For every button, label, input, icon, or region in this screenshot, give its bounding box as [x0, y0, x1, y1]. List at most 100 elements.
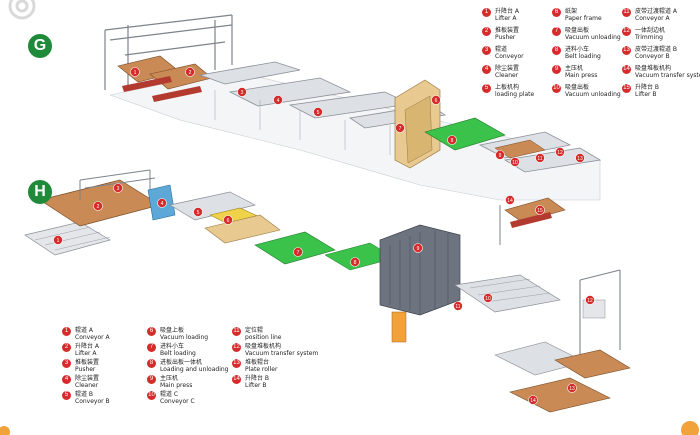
- legend-label-en: Belt loading: [565, 53, 601, 60]
- legend-label-en: Conveyor B: [635, 53, 670, 60]
- legend-number-badge: 9: [147, 375, 156, 384]
- line-g-marker: 6: [431, 95, 441, 105]
- marker-number: 10: [512, 160, 518, 166]
- line-g-marker: 5: [313, 107, 323, 117]
- legend-label-en: Conveyor A: [75, 334, 110, 341]
- marker-number: 7: [297, 250, 300, 256]
- marker-number: 5: [197, 210, 200, 216]
- legend-label-zh: 吸盘堆板机构: [245, 343, 282, 350]
- legend-number-badge: 5: [62, 391, 71, 400]
- marker-number: 12: [587, 298, 593, 304]
- legend-label-zh: 上板机构: [495, 84, 520, 91]
- marker-number: 8: [354, 260, 357, 266]
- line-g-marker: 15: [535, 205, 545, 215]
- legend-number-badge: 14: [232, 375, 241, 384]
- legend-label-en: Trimming: [635, 34, 663, 41]
- marker-number: 10: [485, 296, 491, 302]
- legend-number-badge: 10: [552, 84, 561, 93]
- legend-label-en: Cleaner: [495, 72, 519, 79]
- marker-number: 11: [455, 304, 460, 310]
- line-g-marker: 13: [575, 153, 585, 163]
- line-h-marker: 12: [585, 295, 595, 305]
- section-g-badge: G: [28, 34, 52, 58]
- marker-number: 2: [189, 70, 192, 76]
- legend-label-zh: 推板装置: [495, 27, 520, 34]
- marker-badge: [193, 207, 203, 217]
- legend-label-en: Lifter A: [75, 350, 97, 357]
- gear-icon-bottom-right: [681, 421, 699, 435]
- legend-label-zh: 定位辊: [245, 327, 264, 334]
- legend-label-zh: 吸盘堆板机构: [635, 65, 672, 72]
- legend-label-zh: 进料小车: [160, 343, 185, 350]
- legend-number-badge: 12: [232, 343, 241, 352]
- legend-number-badge: 4: [62, 375, 71, 384]
- marker-badge: [495, 150, 505, 160]
- marker-badge: [157, 198, 167, 208]
- legend-label-zh: 升降台 B: [245, 375, 270, 382]
- legend-number-badge: 6: [147, 327, 156, 336]
- marker-badge: [585, 295, 595, 305]
- legend-label-en: Vacuum loading: [160, 334, 209, 341]
- marker-badge: [567, 383, 577, 393]
- legend-label-en: Vacuum transfer system: [245, 350, 319, 357]
- legend-number-badge: 7: [552, 27, 561, 36]
- line-h-marker: 10: [483, 293, 493, 303]
- legend-label-en: Pusher: [75, 366, 96, 373]
- marker-number: 13: [577, 156, 583, 162]
- legend-label-en: Vacuum unloading: [565, 34, 621, 41]
- line-h-marker: 7: [293, 247, 303, 257]
- legend-number-badge: 12: [622, 27, 631, 36]
- marker-number: 1: [57, 238, 60, 244]
- gear-icon-bottom-left: [0, 426, 10, 435]
- legend-number-badge: 3: [482, 46, 491, 55]
- legend-number-badge: 13: [232, 359, 241, 368]
- legend-label-en: Paper frame: [565, 15, 602, 22]
- marker-badge: [575, 153, 585, 163]
- legend-label-en: Vacuum transfer system: [635, 72, 700, 79]
- line-h-marker: 1: [53, 235, 63, 245]
- legend-label-en: position line: [245, 334, 282, 341]
- line-h-marker: 9: [413, 243, 423, 253]
- marker-badge: [510, 157, 520, 167]
- legend-label-en: Conveyor A: [635, 15, 670, 22]
- legend-label-en: Conveyor B: [75, 398, 110, 405]
- legend-label-zh: 主压机: [565, 65, 584, 72]
- legend-label-zh: 除尘装置: [75, 375, 100, 382]
- gear-icon-top-left: [8, 0, 36, 20]
- legend-label-en: Main press: [565, 72, 598, 79]
- legend-number-badge: 6: [552, 8, 561, 17]
- legend-label-zh: 升降台 A: [75, 343, 100, 350]
- marker-badge: [53, 235, 63, 245]
- section-h-badge: H: [28, 180, 52, 204]
- marker-badge: [535, 205, 545, 215]
- line-h-marker: 2: [93, 201, 103, 211]
- marker-badge: [130, 67, 140, 77]
- marker-number: 4: [161, 201, 164, 207]
- marker-badge: [535, 153, 545, 163]
- legend-label-zh: 吸盘上板: [160, 327, 185, 334]
- legend-label-zh: 纸架: [565, 8, 578, 15]
- legend-label-zh: 辊道: [495, 46, 508, 53]
- legend-label-en: Lifter B: [635, 91, 657, 98]
- legend-label-en: Main press: [160, 382, 193, 389]
- legend-label-zh: 辊道 B: [75, 391, 94, 398]
- legend-label-zh: 吸盘出板: [565, 27, 590, 34]
- marker-number: 8: [451, 138, 454, 144]
- legend-number-badge: 8: [147, 359, 156, 368]
